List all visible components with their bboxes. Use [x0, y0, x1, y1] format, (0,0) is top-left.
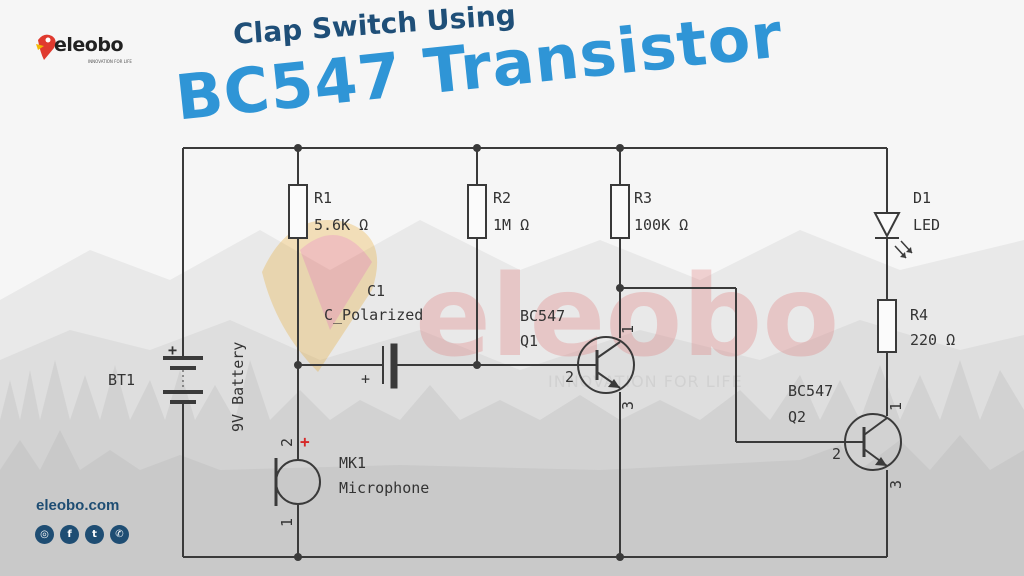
junction-r2-c1 [473, 361, 481, 369]
c1-plus-sign: + [361, 370, 370, 388]
q2-ref-label: Q2 [788, 408, 806, 426]
q1-ref-label: Q1 [520, 332, 538, 350]
microphone-body [275, 459, 321, 505]
mk1-ref-label: MK1 [339, 454, 366, 472]
junction-r2-top [473, 144, 481, 152]
d1-ref-label: D1 [913, 189, 931, 207]
led-emission-arrow-1 [900, 252, 906, 258]
d1-value-label: LED [913, 216, 940, 234]
mk1-pin1-label: 1 [278, 518, 296, 527]
watermark: eleobo INNOVATION FOR LIFE [262, 220, 839, 391]
watermark-text: eleobo [415, 252, 839, 382]
battery-plus-sign: + [168, 341, 177, 359]
q1-collector-lead [596, 341, 621, 359]
brand-logo-tagline: INNOVATION FOR LIFE [88, 59, 132, 64]
c1-value-label: C_Polarized [324, 306, 423, 324]
watermark-logo-icon [262, 220, 378, 372]
led-emission-arrow-2 [906, 247, 912, 253]
q1-pin1-label: 1 [619, 325, 637, 334]
led-triangle [873, 212, 901, 239]
brand-logo-text: eleobo [54, 34, 124, 56]
bt1-ref-label: BT1 [108, 371, 135, 389]
watermark-logo-accent [300, 235, 372, 330]
r2-symbol [467, 184, 487, 239]
r4-ref-label: R4 [910, 306, 928, 324]
instagram-icon[interactable]: ◎ [35, 525, 54, 544]
q2-value-label: BC547 [788, 382, 833, 400]
q1-pin3-label: 3 [619, 401, 637, 410]
q1-transistor-symbol [577, 336, 635, 394]
mk1-value-label: Microphone [339, 479, 429, 497]
q1-emitter-arrow [608, 379, 620, 388]
website-link[interactable]: eleobo.com [36, 497, 120, 514]
watermark-tagline: INNOVATION FOR LIFE [548, 372, 743, 391]
q2-transistor-symbol [844, 413, 902, 471]
r2-value-label: 1M Ω [493, 216, 529, 234]
brand-logo-wordmark: eleobo [54, 34, 124, 56]
microphone-symbol [274, 458, 321, 506]
q2-emitter-arrow [875, 457, 887, 466]
r4-symbol [877, 299, 897, 353]
q1-pin2-label: 2 [565, 368, 574, 386]
r1-value-label: 5.6K Ω [314, 216, 368, 234]
resistor-symbols [288, 184, 897, 353]
r3-ref-label: R3 [634, 189, 652, 207]
junction-r3-top [616, 144, 624, 152]
junction-r1-c1 [294, 361, 302, 369]
r4-value-label: 220 Ω [910, 331, 955, 349]
wires [182, 147, 888, 558]
junction-q1-bottom [616, 553, 624, 561]
twitter-icon[interactable]: t [85, 525, 104, 544]
forest-foreground [0, 430, 1024, 576]
c1-ref-label: C1 [367, 282, 385, 300]
q2-collector-lead [863, 417, 888, 436]
junctions [294, 144, 624, 561]
eleobo-logo-icon [36, 34, 56, 60]
capacitor-symbol [382, 343, 398, 389]
bt1-value-label: 9V Battery [229, 342, 247, 432]
led-symbol [873, 212, 913, 259]
whatsapp-icon[interactable]: ✆ [110, 525, 129, 544]
r1-ref-label: R1 [314, 189, 332, 207]
q2-pin3-label: 3 [887, 480, 905, 489]
facebook-icon[interactable]: f [60, 525, 79, 544]
junction-q1-collector [616, 284, 624, 292]
q2-pin2-label: 2 [832, 445, 841, 463]
mic-plus-sign: + [300, 432, 310, 451]
q1-value-label: BC547 [520, 307, 565, 325]
r3-symbol [610, 184, 630, 239]
r3-value-label: 100K Ω [634, 216, 688, 234]
q2-pin1-label: 1 [887, 402, 905, 411]
junction-r1-top [294, 144, 302, 152]
battery-symbol [163, 356, 203, 404]
mk1-pin2-label: 2 [278, 438, 296, 447]
r1-symbol [288, 184, 308, 239]
capacitor-plate-negative [390, 343, 398, 389]
junction-mic-bottom [294, 553, 302, 561]
social-icons: ◎ f t ✆ [35, 525, 129, 544]
r2-ref-label: R2 [493, 189, 511, 207]
